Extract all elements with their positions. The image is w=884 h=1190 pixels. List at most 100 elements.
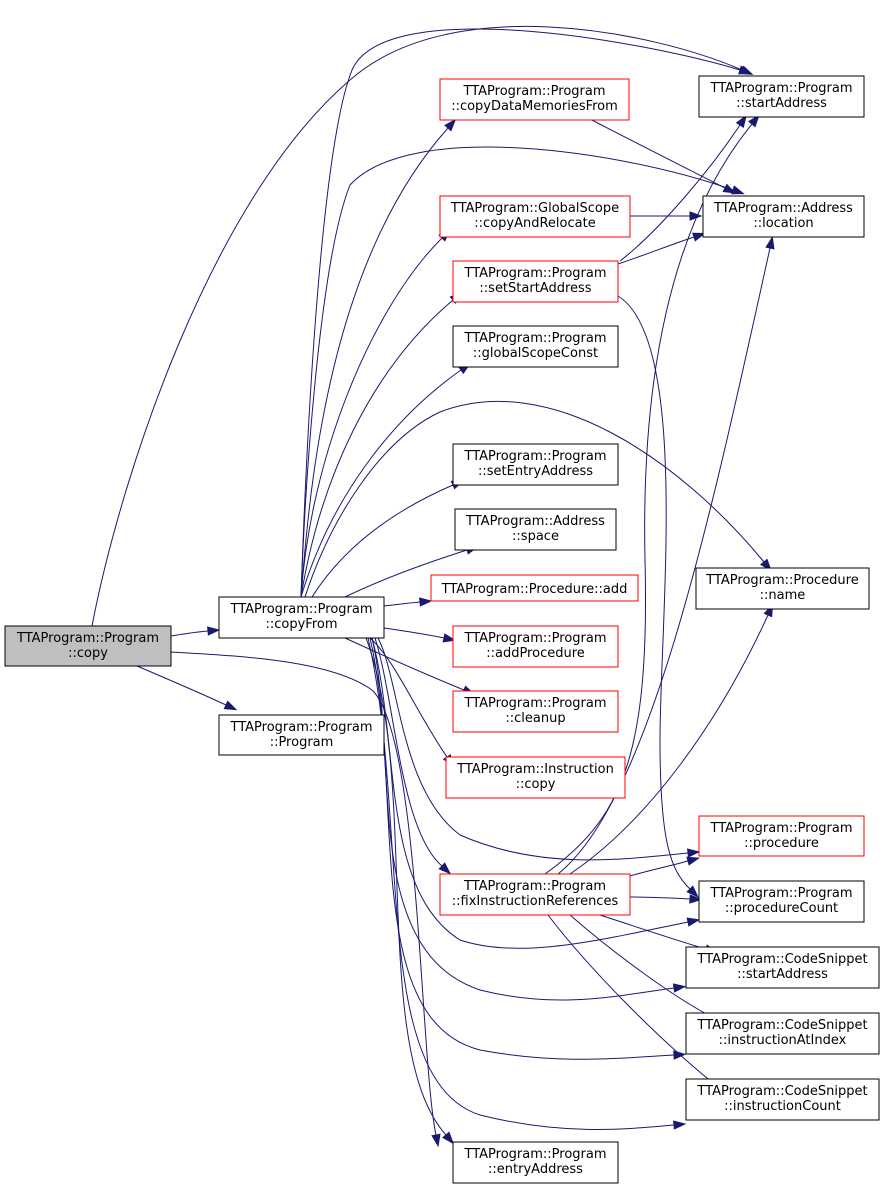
svg-text:::startAddress: ::startAddress xyxy=(736,96,827,111)
node-program-fixinstructionreferences[interactable]: TTAProgram::Program::fixInstructionRefer… xyxy=(439,873,631,916)
svg-text:TTAProgram::Address: TTAProgram::Address xyxy=(713,201,853,216)
edge-copyFrom-to-csInstrCount xyxy=(367,637,687,1130)
node-procedure-name[interactable]: TTAProgram::Procedure::name xyxy=(695,567,870,610)
edge-copyAndReloc-to-addrLocation xyxy=(629,211,703,221)
svg-text:TTAProgram::Program: TTAProgram::Program xyxy=(464,449,607,464)
arrowhead xyxy=(735,114,747,129)
svg-text:::cleanup: ::cleanup xyxy=(505,711,565,726)
arrowhead xyxy=(692,232,706,242)
arrowhead xyxy=(748,114,760,128)
svg-text:::setEntryAddress: ::setEntryAddress xyxy=(478,464,593,479)
svg-text:TTAProgram::Program: TTAProgram::Program xyxy=(464,331,607,346)
arrowhead xyxy=(442,1131,455,1145)
arrowhead xyxy=(444,118,457,132)
node-procedure-add[interactable]: TTAProgram::Procedure::add xyxy=(430,574,639,602)
edge-copyFrom-to-csInstrAt xyxy=(369,637,687,1060)
svg-text:TTAProgram::Program: TTAProgram::Program xyxy=(464,696,607,711)
arrowhead xyxy=(673,1050,687,1060)
node-codesnippet-startaddress[interactable]: TTAProgram::CodeSnippet::startAddress xyxy=(685,946,880,989)
arrowhead xyxy=(431,1133,441,1148)
arrowhead xyxy=(672,983,687,993)
arrowhead xyxy=(687,848,701,858)
node-program-copyfrom[interactable]: TTAProgram::Program::copyFrom xyxy=(218,596,385,639)
svg-text:::startAddress: ::startAddress xyxy=(737,967,828,982)
edge-setStartAddr-to-procedureCount xyxy=(617,295,699,898)
svg-text:::procedureCount: ::procedureCount xyxy=(725,901,838,916)
edge-fixInstrRefs-to-csInstrCount xyxy=(547,914,723,1091)
node-program-copydatamemoriesfrom[interactable]: TTAProgram::Program::copyDataMemoriesFro… xyxy=(439,78,630,121)
svg-text:TTAProgram::Program: TTAProgram::Program xyxy=(464,1147,607,1162)
edge-copy-to-programCtor xyxy=(136,665,238,711)
node-globalscope-copyandrelocate[interactable]: TTAProgram::GlobalScope::copyAndRelocate xyxy=(439,195,631,238)
node-address-location[interactable]: TTAProgram::Address::location xyxy=(702,195,865,238)
svg-text:::copy: ::copy xyxy=(68,646,108,661)
arrowhead xyxy=(722,183,737,194)
node-program-startaddress[interactable]: TTAProgram::Program::startAddress xyxy=(698,75,865,118)
arrowhead xyxy=(442,633,457,643)
svg-text:TTAProgram::Program: TTAProgram::Program xyxy=(464,631,607,646)
svg-text:::setStartAddress: ::setStartAddress xyxy=(479,281,591,296)
arrowhead xyxy=(730,185,745,195)
edges-layer xyxy=(91,26,775,1148)
arrowhead xyxy=(689,211,703,221)
svg-text:TTAProgram::Address: TTAProgram::Address xyxy=(465,514,605,529)
arrowhead xyxy=(765,235,775,250)
arrowhead xyxy=(419,597,433,607)
node-address-space[interactable]: TTAProgram::Address::space xyxy=(454,508,617,551)
svg-text:::name: ::name xyxy=(760,588,806,603)
nodes-layer: TTAProgram::Program::copy TTAProgram::Pr… xyxy=(4,75,880,1184)
node-codesnippet-instructionatindex[interactable]: TTAProgram::CodeSnippet::instructionAtIn… xyxy=(685,1012,880,1055)
svg-text:::entryAddress: ::entryAddress xyxy=(488,1162,583,1177)
edge-setStartAddr-to-startAddr xyxy=(619,114,747,262)
node-program-setentryaddress[interactable]: TTAProgram::Program::setEntryAddress xyxy=(452,443,619,486)
node-program-program[interactable]: TTAProgram::Program::Program xyxy=(218,714,385,756)
svg-text:::procedure: ::procedure xyxy=(744,836,819,851)
svg-text:TTAProgram::Program: TTAProgram::Program xyxy=(230,720,373,735)
node-program-cleanup[interactable]: TTAProgram::Program::cleanup xyxy=(452,690,619,733)
edge-copy-to-copyFrom xyxy=(170,626,221,637)
svg-text:TTAProgram::Program: TTAProgram::Program xyxy=(710,886,853,901)
arrowhead xyxy=(686,856,701,866)
arrowhead xyxy=(738,65,752,75)
svg-text:TTAProgram::Program: TTAProgram::Program xyxy=(710,821,853,836)
svg-text:TTAProgram::Instruction: TTAProgram::Instruction xyxy=(456,762,614,777)
edge-copy-to-startAddr xyxy=(91,26,754,627)
svg-text:TTAProgram::Program: TTAProgram::Program xyxy=(463,879,606,894)
node-program-copy[interactable]: TTAProgram::Program::copy xyxy=(4,625,172,667)
svg-text:::copyAndRelocate: ::copyAndRelocate xyxy=(474,216,595,231)
svg-text:::Program: ::Program xyxy=(270,735,334,750)
node-program-globalscopeconst[interactable]: TTAProgram::Program::globalScopeConst xyxy=(452,325,619,368)
edge-copyFrom-to-fixInstrRefs xyxy=(374,637,452,875)
svg-text:::globalScopeConst: ::globalScopeConst xyxy=(473,346,598,361)
svg-text:::instructionCount: ::instructionCount xyxy=(724,1099,841,1114)
node-program-procedure[interactable]: TTAProgram::Program::procedure xyxy=(698,815,865,857)
svg-text:TTAProgram::CodeSnippet: TTAProgram::CodeSnippet xyxy=(696,1084,867,1099)
node-program-addprocedure[interactable]: TTAProgram::Program::addProcedure xyxy=(452,625,619,668)
svg-text:TTAProgram::Procedure: TTAProgram::Procedure xyxy=(705,573,858,588)
svg-text:::addProcedure: ::addProcedure xyxy=(486,646,585,661)
svg-text:TTAProgram::CodeSnippet: TTAProgram::CodeSnippet xyxy=(696,1018,867,1033)
edge-copyFrom-to-copyDataMem xyxy=(300,118,457,598)
node-codesnippet-instructioncount[interactable]: TTAProgram::CodeSnippet::instructionCoun… xyxy=(685,1078,880,1121)
edge-fixInstrRefs-to-procedureCount xyxy=(629,894,703,904)
svg-text:::copyDataMemoriesFrom: ::copyDataMemoriesFrom xyxy=(451,99,618,114)
arrowhead xyxy=(673,1120,687,1130)
edge-fixInstrRefs-to-addrLocation xyxy=(557,235,775,875)
svg-text:TTAProgram::Program: TTAProgram::Program xyxy=(710,81,853,96)
arrowhead xyxy=(686,917,701,927)
edge-copyFrom-to-entryAddr xyxy=(365,637,455,1145)
node-instruction-copy[interactable]: TTAProgram::Instruction::copy xyxy=(445,756,626,799)
edge-setStartAddr-to-addrLocation xyxy=(617,232,706,265)
svg-text:TTAProgram::Procedure::add: TTAProgram::Procedure::add xyxy=(441,582,628,597)
edge-fixInstrRefs-to-procedure xyxy=(629,856,701,877)
svg-text:::copy: ::copy xyxy=(516,777,556,792)
svg-text:TTAProgram::Program: TTAProgram::Program xyxy=(16,631,159,646)
svg-text:TTAProgram::GlobalScope: TTAProgram::GlobalScope xyxy=(450,201,619,216)
node-program-procedurecount[interactable]: TTAProgram::Program::procedureCount xyxy=(698,880,865,923)
svg-text:TTAProgram::CodeSnippet: TTAProgram::CodeSnippet xyxy=(696,952,867,967)
edge-copyFrom-to-procAdd xyxy=(383,597,433,607)
node-program-setstartaddress[interactable]: TTAProgram::Program::setStartAddress xyxy=(452,260,619,303)
node-program-entryaddress[interactable]: TTAProgram::Program::entryAddress xyxy=(452,1141,619,1184)
edge-copyFrom-to-addrLocation xyxy=(300,146,745,598)
